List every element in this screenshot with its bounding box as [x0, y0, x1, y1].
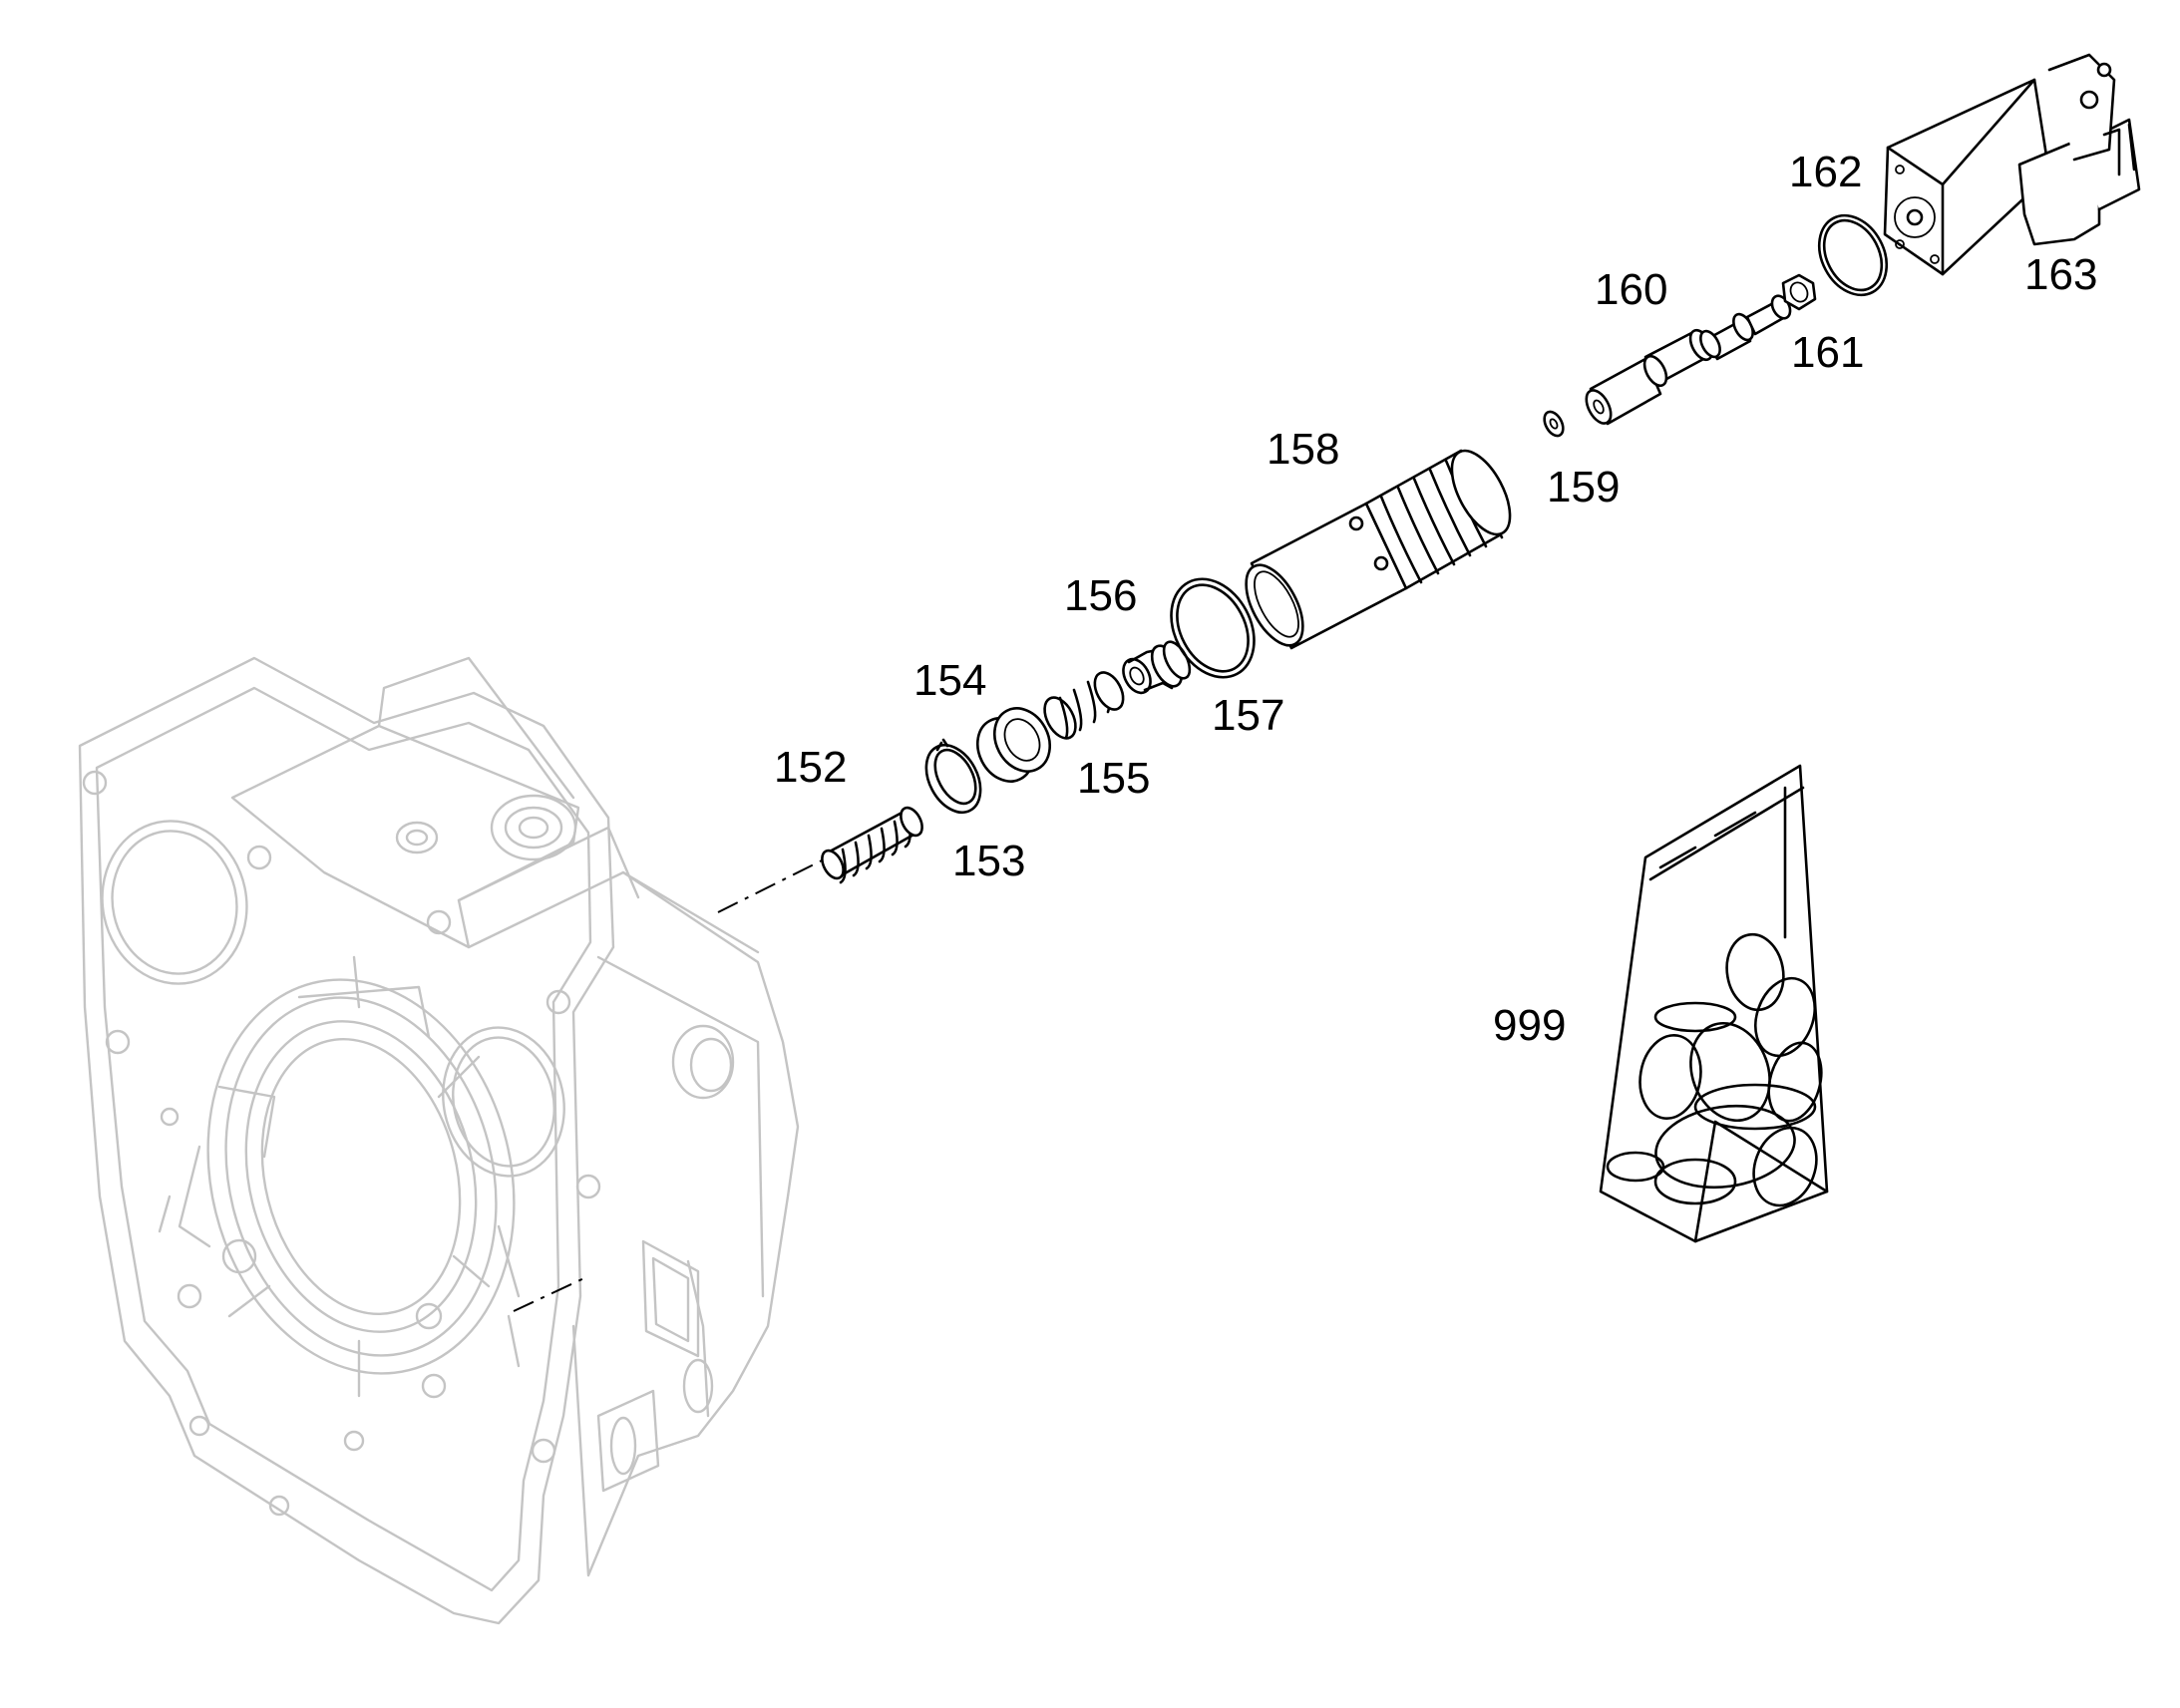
part-158-valve-sleeve [1245, 449, 1512, 650]
callout-155: 155 [1077, 754, 1150, 803]
part-999-seal-kit-bag [1599, 764, 1829, 1243]
transmission-housing [78, 656, 800, 1625]
part-159-washer [1543, 410, 1565, 438]
part-155-spring [1043, 671, 1125, 740]
callout-156: 156 [1064, 571, 1137, 620]
callout-160: 160 [1595, 265, 1667, 314]
part-157-o-ring [1170, 577, 1256, 679]
part-162-o-ring [1817, 213, 1889, 297]
assembly-axis-line [717, 856, 829, 913]
callout-152: 152 [774, 743, 847, 792]
callout-154: 154 [913, 656, 986, 705]
callout-153: 153 [952, 837, 1025, 885]
assembly-axis-line-lower [513, 1275, 589, 1312]
callout-163: 163 [2024, 250, 2097, 299]
part-161-nut [1781, 273, 1817, 311]
callout-999: 999 [1493, 1001, 1566, 1050]
callout-161: 161 [1791, 328, 1864, 377]
part-153-snap-ring [924, 738, 982, 815]
part-160-valve-spool [1585, 294, 1792, 426]
part-152-spring [821, 806, 923, 884]
part-163-pressure-regulator [1883, 53, 2141, 276]
callout-158: 158 [1267, 425, 1339, 474]
callout-157: 157 [1212, 691, 1284, 740]
part-154-ring [976, 707, 1051, 783]
callout-159: 159 [1547, 463, 1620, 512]
part-156-piston [1122, 640, 1192, 695]
callout-162: 162 [1789, 148, 1862, 196]
